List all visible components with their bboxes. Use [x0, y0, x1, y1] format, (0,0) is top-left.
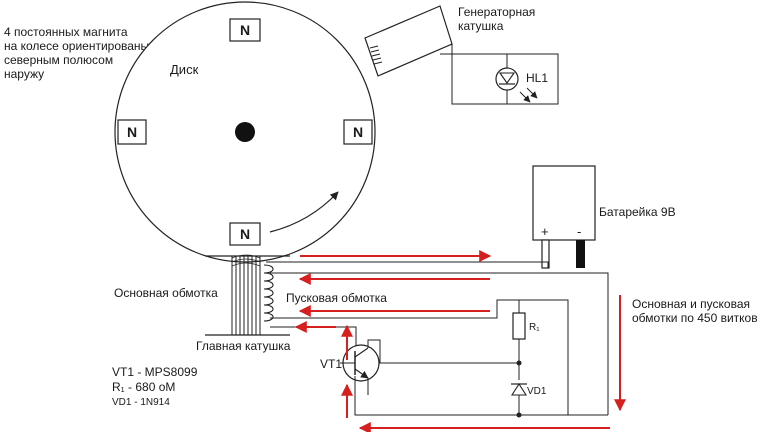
current-flow-arrows	[294, 250, 626, 432]
parts-list-r1: R₁ - 680 оМ	[112, 380, 175, 394]
generator-coil-label-2: катушка	[458, 19, 504, 33]
rotor-axle	[235, 122, 255, 142]
windings-note-line-2: обмотки по 450 витков	[632, 311, 758, 325]
parts-list-vt1: VT1 - MPS8099	[112, 365, 198, 379]
magnet-left: N	[117, 119, 147, 145]
magnets-note: 4 постоянных магнита на колесе ориентиро…	[4, 25, 149, 81]
battery-9v	[532, 165, 596, 269]
magnet-bottom: N	[229, 222, 261, 246]
magnets-note-line-3: северным полюсом	[4, 53, 113, 67]
battery-plus-label: +	[541, 224, 549, 239]
magnets-note-line-1: 4 постоянных магнита	[4, 25, 128, 39]
led-hl1	[495, 54, 538, 104]
transistor-label: VT1	[320, 357, 342, 371]
start-winding-label: Пусковая обмотка	[286, 291, 387, 305]
resistor-label: R₁	[529, 322, 540, 333]
battery-minus-label: -	[577, 224, 581, 239]
battery-label: Батарейка 9В	[599, 205, 676, 219]
magnet-left-pole: N	[127, 124, 137, 140]
magnets-note-line-2: на колесе ориентированы	[4, 39, 149, 53]
generator-coil-label-1: Генераторная	[458, 5, 535, 19]
windings-note-line-1: Основная и пусковая	[632, 297, 750, 311]
resistor-r1	[512, 300, 526, 380]
parts-list-vd1: VD1 - 1N914	[112, 397, 170, 408]
main-winding-label: Основная обмотка	[114, 286, 218, 300]
diode-label: VD1	[527, 386, 547, 397]
bottom-bus-wire	[354, 376, 608, 416]
magnet-top-pole: N	[240, 22, 250, 38]
generator-coil	[364, 5, 559, 105]
diode-vd1	[510, 382, 528, 418]
magnet-bottom-pole: N	[240, 226, 250, 242]
disk-label: Диск	[170, 62, 199, 77]
magnet-top: N	[229, 18, 261, 42]
transistor-vt1	[340, 339, 519, 395]
magnet-right-pole: N	[353, 124, 363, 140]
led-label: HL1	[526, 71, 548, 85]
magnets-note-line-4: наружу	[4, 67, 44, 81]
main-coil-label: Главная катушка	[196, 339, 291, 353]
rotation-arrow-icon	[269, 191, 339, 233]
magnet-right: N	[343, 119, 373, 145]
parts-list: VT1 - MPS8099 R₁ - 680 оМ VD1 - 1N914	[112, 365, 198, 408]
main-coil	[205, 254, 609, 415]
